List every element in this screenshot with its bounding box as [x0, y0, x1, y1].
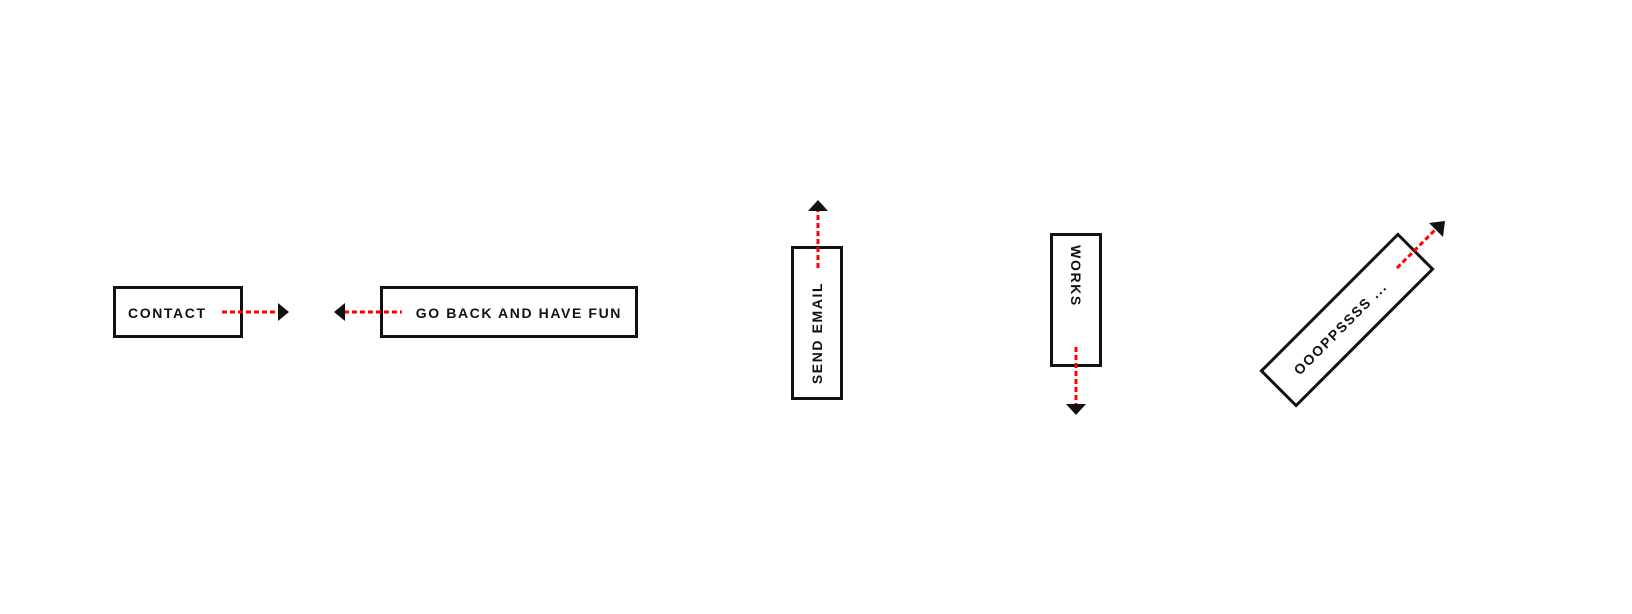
- contact-button[interactable]: CONTACT: [113, 286, 243, 338]
- contact-button-label: CONTACT: [128, 305, 207, 321]
- works-button[interactable]: WORKS: [1050, 233, 1102, 367]
- go-back-button[interactable]: GO BACK AND HAVE FUN: [380, 286, 638, 338]
- send-email-button[interactable]: SEND EMAIL: [791, 246, 843, 400]
- works-button-label: WORKS: [1068, 245, 1084, 307]
- oops-button[interactable]: OOOPPSSSS ...: [1259, 232, 1435, 408]
- go-back-button-label: GO BACK AND HAVE FUN: [415, 305, 622, 321]
- oops-button-label: OOOPPSSSS ...: [1290, 278, 1391, 378]
- send-email-button-label: SEND EMAIL: [809, 281, 825, 385]
